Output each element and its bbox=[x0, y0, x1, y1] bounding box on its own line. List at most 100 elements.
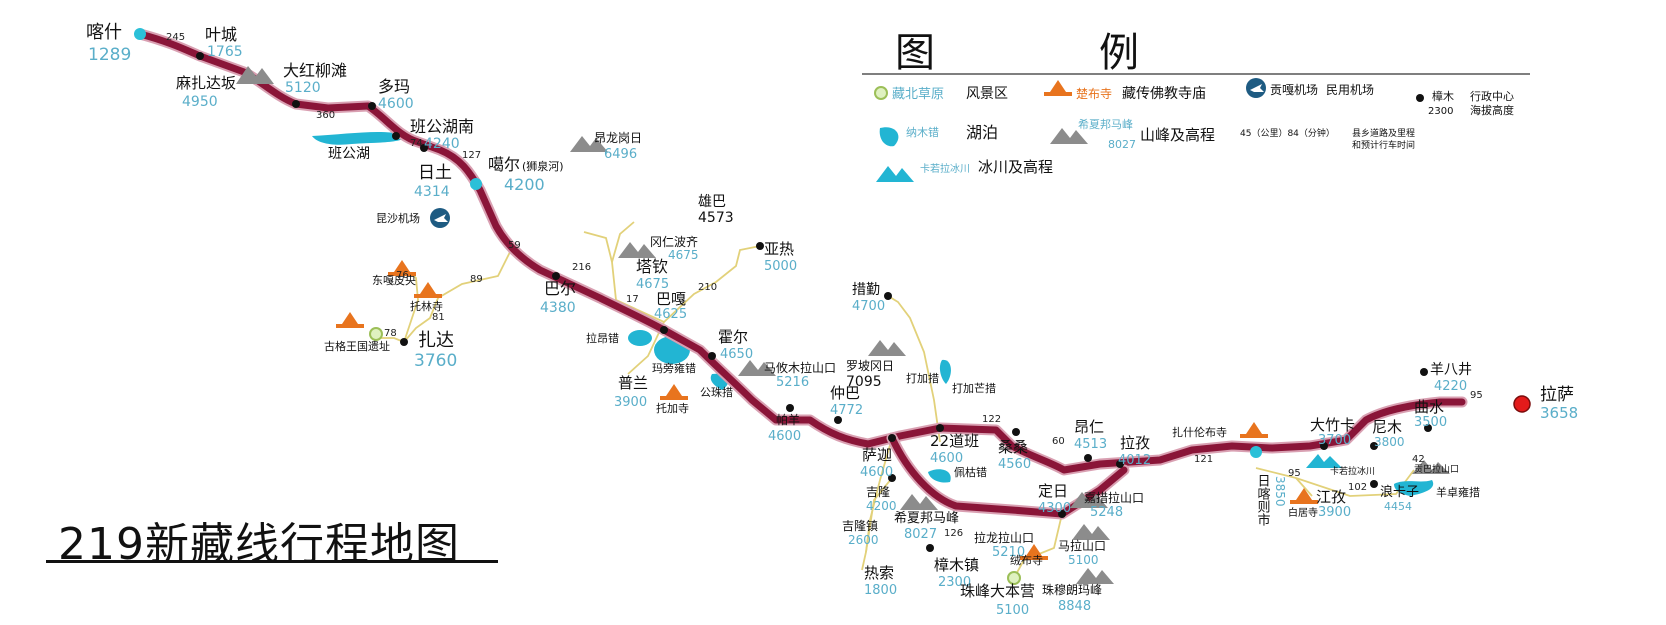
temple-icon bbox=[336, 312, 364, 328]
place-elevation: 4600 bbox=[860, 465, 893, 480]
place-elevation: 2600 bbox=[848, 533, 879, 547]
distance-label: 78 bbox=[384, 328, 397, 339]
place-name-suffix: (狮泉河) bbox=[522, 159, 564, 173]
place-elevation: 3500 bbox=[1414, 415, 1447, 430]
place-name: 大竹卡 bbox=[1310, 416, 1355, 434]
place-elevation: 3700 bbox=[1318, 433, 1351, 448]
place-elevation: 4012 bbox=[1118, 453, 1151, 468]
place-elevation: 4220 bbox=[1434, 379, 1467, 394]
marker-dazhuka bbox=[1320, 442, 1328, 450]
place-name: 仲巴 bbox=[830, 384, 860, 402]
legend-sample: 希夏邦马峰 bbox=[1078, 117, 1133, 131]
place-markers bbox=[196, 52, 1432, 552]
minor-roads bbox=[380, 221, 1415, 579]
place-name: 帕羊 bbox=[776, 412, 800, 427]
place-name: 江孜 bbox=[1316, 488, 1346, 506]
place-elevation: 5248 bbox=[1090, 505, 1123, 520]
distance-label: 89 bbox=[470, 274, 483, 285]
legend-sample: 藏北草原 bbox=[892, 87, 944, 102]
airports bbox=[430, 78, 1266, 228]
place-name: 定日 bbox=[1038, 482, 1068, 500]
marker-jilong bbox=[888, 474, 896, 482]
place-name: 羊八井 bbox=[1430, 362, 1472, 378]
place-labels: 喀什 1289 叶城 1765 麻扎达坂 4950 大红柳滩 5120 多玛 4… bbox=[86, 22, 1578, 618]
glaciers bbox=[876, 166, 1342, 468]
place-name: 浪卡子 bbox=[1380, 485, 1419, 500]
mountain-icon bbox=[738, 360, 776, 376]
lake-label: 佩枯错 bbox=[954, 465, 987, 479]
marker-dahongliutan bbox=[292, 100, 300, 108]
place-name: 日土 bbox=[418, 163, 452, 183]
place-name: 桑桑 bbox=[998, 438, 1028, 456]
marker-ritu bbox=[420, 144, 428, 152]
peiku-lake bbox=[928, 469, 951, 483]
legend-sample: 樟木 bbox=[1432, 89, 1454, 103]
temple-icon bbox=[1290, 488, 1318, 504]
place-name: 巴尔 bbox=[544, 279, 576, 298]
legend-label2: 和预计行车时间 bbox=[1352, 139, 1415, 151]
marker-legend-admin bbox=[1416, 94, 1424, 102]
marker-baer bbox=[552, 272, 560, 280]
marker-payang bbox=[786, 404, 794, 412]
temple-label: 古格王国遗址 bbox=[324, 339, 390, 353]
place-elevation: 4772 bbox=[830, 403, 863, 418]
place-name: 希夏邦马峰 bbox=[894, 511, 959, 526]
place-name: 昂龙岗日 bbox=[594, 131, 642, 145]
pass-label: 贡巴拉山口 bbox=[1414, 463, 1459, 475]
legend-sample-value: 2300 bbox=[1428, 106, 1453, 117]
road-cuoqin bbox=[887, 295, 941, 443]
place-elevation: 4573 bbox=[698, 210, 734, 226]
temple-label: 扎什伦布寺 bbox=[1172, 425, 1227, 439]
mountain-icon bbox=[1070, 492, 1108, 508]
place-elevation: 3900 bbox=[614, 395, 647, 410]
lake-label: 公珠措 bbox=[700, 385, 733, 399]
temple-icon bbox=[1240, 422, 1268, 438]
yamdrok-lake bbox=[1394, 480, 1434, 496]
place-name: 萨迦 bbox=[862, 446, 892, 464]
place-name: 珠峰大本营 bbox=[960, 582, 1035, 600]
marker-dingri bbox=[1058, 510, 1066, 518]
distance-label: 42 bbox=[1412, 454, 1425, 465]
legend-label2: 海拔高度 bbox=[1470, 103, 1514, 117]
place-name: 珠穆朗玛峰 bbox=[1042, 582, 1102, 597]
place-elevation: 4650 bbox=[720, 347, 753, 362]
feature-labels: 班公湖 拉昂错 玛旁雍错 公珠措 打加措 打加芒措 佩枯错 羊卓雍措 东嘎皮央 … bbox=[324, 146, 1480, 567]
place-name: 班公湖南 bbox=[410, 117, 474, 136]
place-elevation: 4560 bbox=[998, 457, 1031, 472]
place-name: 亚热 bbox=[764, 240, 794, 258]
distance-label: 95 bbox=[1470, 390, 1483, 401]
road-jilong bbox=[861, 437, 893, 571]
place-name: 吉隆镇 bbox=[842, 518, 878, 533]
place-name: 罗坡冈日 bbox=[846, 359, 894, 373]
place-elevation: 4200 bbox=[866, 499, 897, 513]
la-ang-lake bbox=[628, 330, 652, 346]
temples bbox=[336, 80, 1318, 560]
mountain-icon bbox=[868, 340, 906, 356]
glacier-label: 卡若拉冰川 bbox=[1330, 465, 1375, 477]
place-elevation: 5100 bbox=[996, 603, 1029, 618]
place-elevation: 6496 bbox=[604, 147, 637, 162]
mountain-icon bbox=[1072, 524, 1110, 540]
marker-yare bbox=[756, 242, 764, 250]
place-elevation: 8027 bbox=[904, 527, 937, 542]
legend-sample: 卡若拉冰川 bbox=[920, 162, 970, 175]
place-elevation: 4950 bbox=[182, 94, 218, 110]
distance-label: 59 bbox=[508, 240, 521, 251]
marker-kashgar bbox=[134, 28, 146, 40]
marker-yecheng bbox=[196, 52, 204, 60]
place-elevation: 5216 bbox=[776, 375, 809, 390]
lake-label: 拉昂错 bbox=[586, 331, 619, 345]
distance-label: 74 bbox=[410, 138, 423, 149]
place-name: 拉龙拉山口 bbox=[974, 530, 1034, 545]
distance-label: 17 bbox=[626, 294, 639, 305]
glacier-icon bbox=[1306, 454, 1342, 468]
marker-sangsang bbox=[1012, 428, 1020, 436]
place-name: 吉隆 bbox=[866, 484, 890, 499]
place-name: 冈仁波齐 bbox=[650, 234, 698, 249]
legend-label: 冰川及高程 bbox=[978, 158, 1053, 176]
place-name: 嘉措拉山口 bbox=[1084, 490, 1144, 505]
legend-sample: 楚布寺 bbox=[1076, 87, 1112, 101]
place-elevation: 5210 bbox=[992, 545, 1025, 560]
dajia-lake bbox=[939, 359, 951, 384]
place-elevation: 4675 bbox=[636, 277, 669, 292]
